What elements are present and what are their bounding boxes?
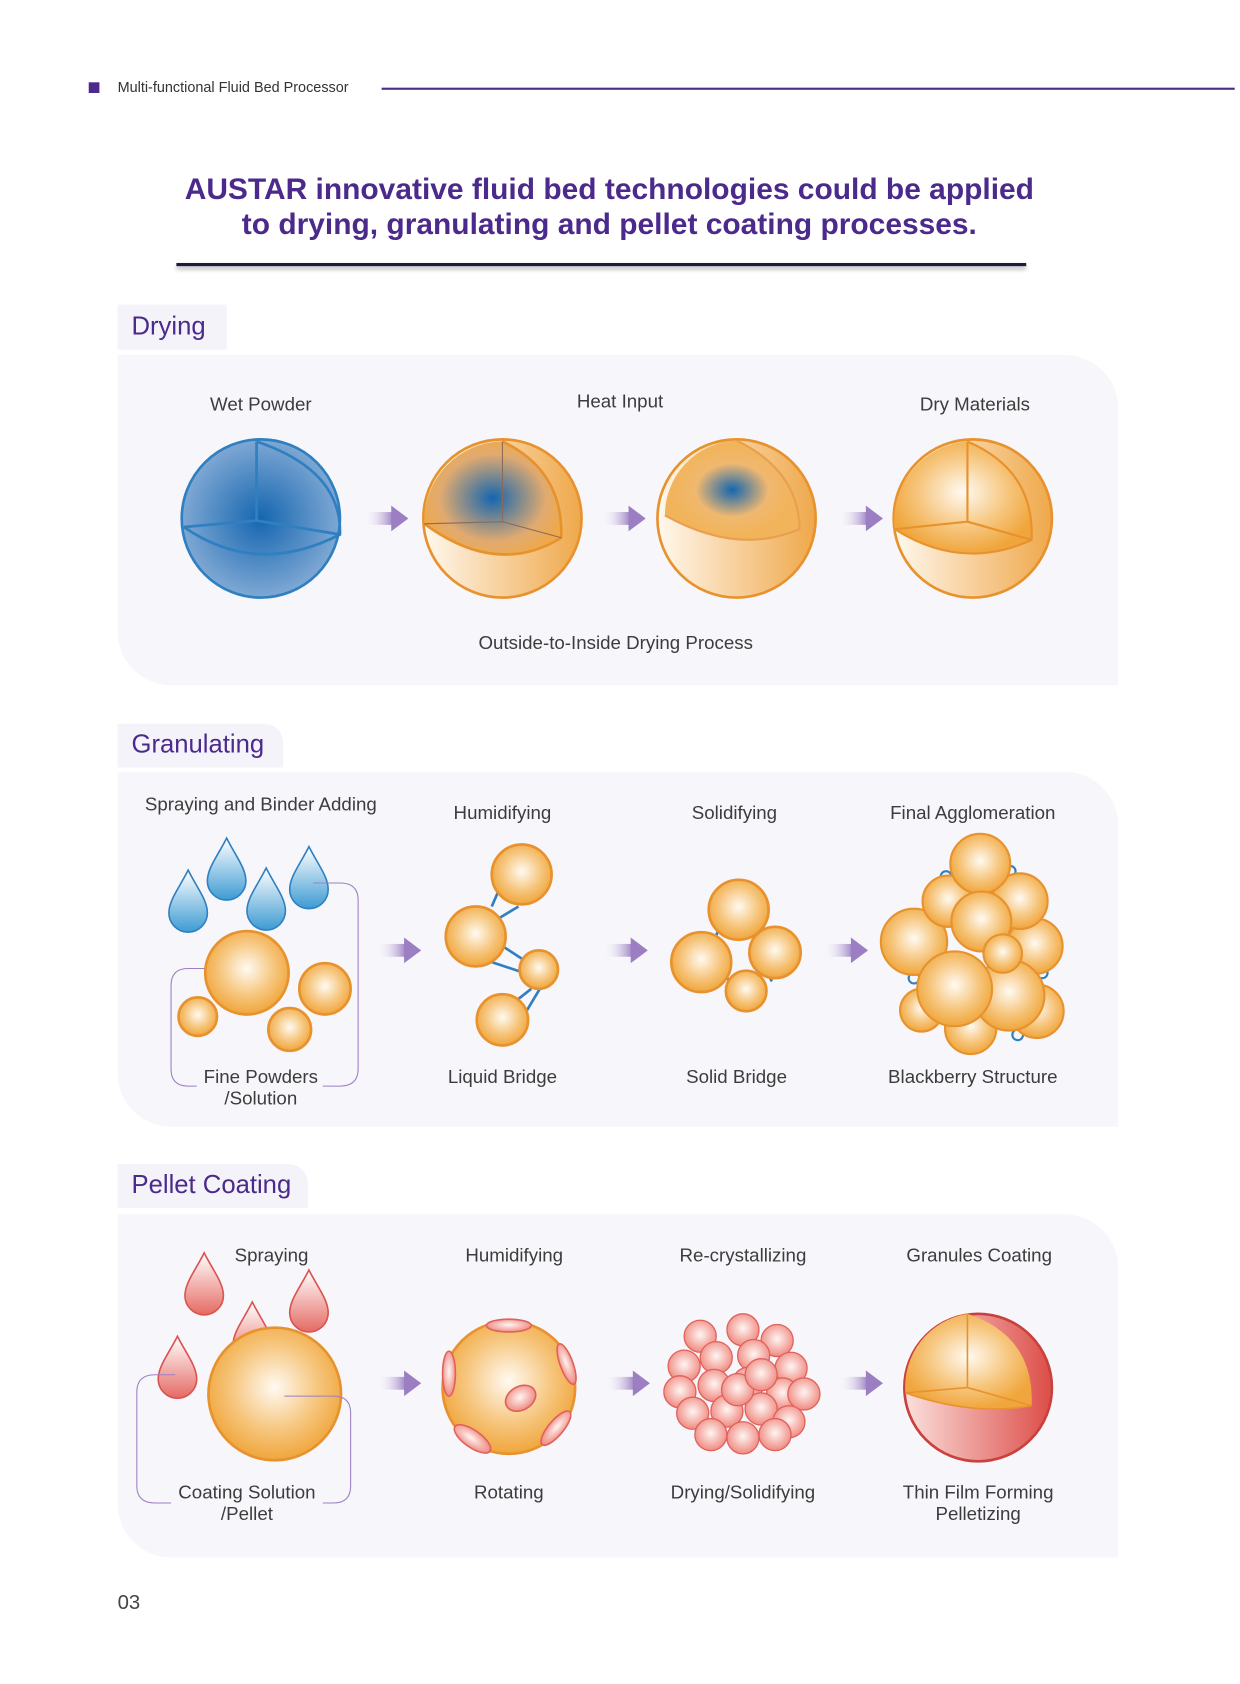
header-section-title: Multi-functional Fluid Bed Processor <box>117 79 349 96</box>
heat-input-sphere-1 <box>421 438 583 599</box>
label-heat-input: Heat Input <box>576 390 664 412</box>
cluster-sphere <box>744 1358 778 1392</box>
label-granules-coating: Granules Coating <box>906 1244 1052 1266</box>
cluster-sphere <box>744 1392 778 1426</box>
binder-drops <box>168 837 329 933</box>
title-underline <box>176 262 1027 267</box>
fine-powder-particles <box>177 929 352 1053</box>
recrystallized-cluster <box>663 1313 821 1455</box>
label-humidifying: Humidifying <box>453 801 552 824</box>
heat-input-sphere-2 <box>656 438 817 599</box>
title-line-2: to drying, granulating and pellet coatin… <box>241 207 977 241</box>
label-solid-bridge: Solid Bridge <box>686 1065 787 1088</box>
cluster-sphere <box>760 1323 794 1358</box>
solid-bridge-particles <box>669 878 803 1013</box>
wet-powder-sphere <box>180 438 342 599</box>
cluster-sphere <box>720 1373 755 1407</box>
blackberry-particles <box>879 832 1065 1056</box>
label-wet-powder: Wet Powder <box>210 393 312 415</box>
label-rotating: Rotating <box>474 1481 544 1504</box>
header-divider <box>381 87 1235 90</box>
title-line-1: AUSTAR innovative fluid bed technologies… <box>184 172 1034 206</box>
label-spraying: Spraying <box>234 1244 309 1266</box>
cluster-sphere <box>699 1340 733 1375</box>
drying-caption: Outside-to-Inside Drying Process <box>478 631 753 654</box>
pellet <box>207 1326 343 1462</box>
dry-materials-sphere <box>892 438 1054 599</box>
label-dry-materials: Dry Materials <box>919 393 1031 415</box>
label-liquid-bridge: Liquid Bridge <box>447 1065 558 1088</box>
coated-granule <box>903 1312 1054 1463</box>
humidified-particles <box>444 843 560 1047</box>
label-blackberry-structure: Blackberry Structure <box>888 1065 1058 1088</box>
page-number: 03 <box>117 1591 141 1615</box>
label-fine-powders: Fine Powders /Solution <box>203 1065 319 1109</box>
cluster-sphere <box>726 1421 760 1455</box>
label-thin-film: Thin Film Forming Pelletizing <box>902 1481 1054 1525</box>
label-coating-solution: Coating Solution /Pellet <box>178 1481 316 1525</box>
cluster-sphere <box>758 1417 792 1452</box>
label-drying-solidifying: Drying/Solidifying <box>670 1481 816 1504</box>
header-marker <box>88 82 100 94</box>
section-tab-pellet-coating: Pellet Coating <box>117 1164 308 1208</box>
rotating-pellet <box>441 1318 577 1456</box>
cluster-sphere <box>676 1396 710 1430</box>
label-pellet-humidifying: Humidifying <box>465 1244 564 1266</box>
label-spraying-binder: Spraying and Binder Adding <box>144 793 377 815</box>
label-recrystallizing: Re-crystallizing <box>679 1244 807 1266</box>
cluster-sphere <box>694 1417 728 1452</box>
label-final-agglomeration: Final Agglomeration <box>890 801 1056 824</box>
label-solidifying: Solidifying <box>691 801 778 824</box>
page-title: AUSTAR innovative fluid bed technologies… <box>128 171 1090 242</box>
section-tab-drying: Drying <box>117 305 227 350</box>
cluster-sphere <box>787 1377 821 1411</box>
section-tab-granulating: Granulating <box>117 723 284 768</box>
